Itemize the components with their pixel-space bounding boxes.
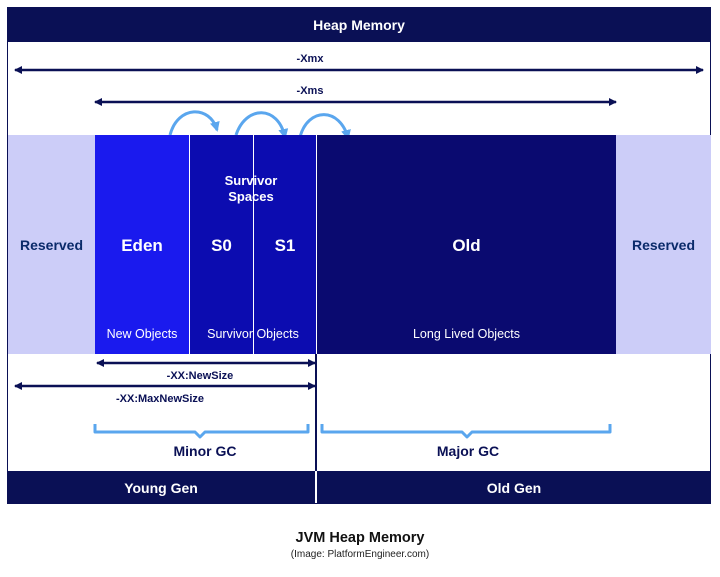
s1-to-old-arrow xyxy=(298,113,351,140)
minor-gc-label: Minor GC xyxy=(173,443,237,459)
s1-label: S1 xyxy=(274,236,296,255)
eden-region xyxy=(95,135,189,354)
s0-to-s1-arrow xyxy=(234,111,289,139)
s0-label: S0 xyxy=(211,236,232,255)
s1-region xyxy=(254,135,316,354)
long-lived-objects-label: Long Lived Objects xyxy=(412,327,520,341)
eden-label: Eden xyxy=(121,236,163,255)
reserved-right: Reserved xyxy=(616,135,711,354)
major-gc-brace xyxy=(320,424,612,439)
caption-title: JVM Heap Memory xyxy=(295,530,425,546)
reserved-right-label: Reserved xyxy=(631,236,696,253)
eden-to-s0-arrow xyxy=(168,110,220,136)
old-gen-bar: Old Gen xyxy=(317,471,711,504)
young-old-divider xyxy=(315,354,317,471)
minor-gc-brace xyxy=(93,424,310,439)
old-region xyxy=(317,135,616,354)
survivor-objects-label: Survivor Objects xyxy=(207,327,299,341)
new-objects-label: New Objects xyxy=(106,327,178,341)
young-gen-bar: Young Gen xyxy=(7,471,315,504)
xms-label: -Xms xyxy=(296,85,324,97)
newsize-label: -XX:NewSize xyxy=(166,370,234,382)
caption-credit: (Image: PlatformEngineer.com) xyxy=(290,549,430,560)
maxnewsize-label: -XX:MaxNewSize xyxy=(115,393,205,405)
reserved-left: Reserved xyxy=(8,135,95,354)
major-gc-label: Major GC xyxy=(436,443,500,459)
old-label: Old xyxy=(452,236,481,255)
xmx-label: -Xmx xyxy=(296,53,324,65)
survivor-spaces-label: Survivor Spaces xyxy=(224,173,278,204)
heap-memory-title: Heap Memory xyxy=(7,7,711,42)
s0-region xyxy=(190,135,253,354)
reserved-left-label: Reserved xyxy=(19,236,84,253)
